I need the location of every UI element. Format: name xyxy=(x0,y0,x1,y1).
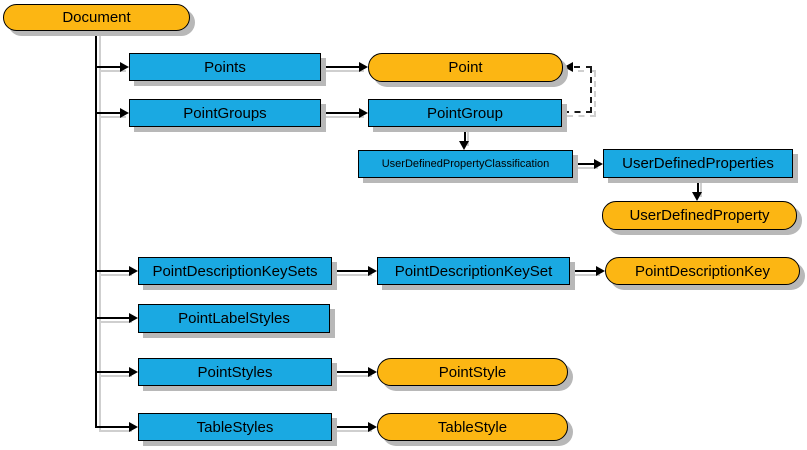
node-point[interactable]: Point xyxy=(368,53,563,82)
edge-pointstyles-pointstyle xyxy=(332,371,370,373)
node-pointdescriptionkey[interactable]: PointDescriptionKey xyxy=(605,257,800,285)
arrowhead-udproperty xyxy=(692,192,702,201)
edge-shadow xyxy=(700,182,702,197)
edge-shadow xyxy=(467,131,469,146)
edge-document-points xyxy=(95,66,123,68)
arrowhead-tablestyle xyxy=(368,422,377,432)
edge-shadow xyxy=(99,430,132,432)
edge-shadow xyxy=(99,70,126,72)
edge-tablestyles-tablestyle xyxy=(332,426,370,428)
node-pointdescriptionkeyset[interactable]: PointDescriptionKeySet xyxy=(377,257,570,285)
arrowhead-pointgroups xyxy=(120,108,129,118)
node-userdefinedproperties[interactable]: UserDefinedProperties xyxy=(603,149,793,178)
node-pointlabelstyles[interactable]: PointLabelStyles xyxy=(138,304,330,333)
edge-document-pointgroups xyxy=(95,112,123,114)
arrowhead-point xyxy=(359,62,368,72)
edge-pdksets-pdkset xyxy=(332,270,370,272)
node-document[interactable]: Document xyxy=(3,4,190,31)
edge-shadow xyxy=(99,375,132,377)
node-userdefinedproperty[interactable]: UserDefinedProperty xyxy=(602,201,797,230)
node-userdefinedpropertyclassification[interactable]: UserDefinedPropertyClassification xyxy=(358,150,573,178)
arrowhead-udproperties xyxy=(594,159,603,169)
edge-shadow xyxy=(99,274,132,276)
edge-shadow xyxy=(326,116,364,118)
dashed-edge-pointgroup-point xyxy=(590,67,592,113)
node-pointstyles[interactable]: PointStyles xyxy=(138,358,332,386)
node-pointgroup[interactable]: PointGroup xyxy=(368,99,562,127)
edge-document-trunk xyxy=(95,31,97,428)
edge-document-tablestyles xyxy=(95,426,131,428)
edge-points-point xyxy=(321,66,361,68)
node-pointgroups[interactable]: PointGroups xyxy=(129,99,321,127)
edge-shadow xyxy=(336,274,372,276)
arrowhead-tablestyles xyxy=(129,422,138,432)
edge-shadow xyxy=(99,321,132,323)
node-pointstyle[interactable]: PointStyle xyxy=(377,358,568,386)
arrowhead-pointstyles xyxy=(129,367,138,377)
edge-pointgroups-pointgroup xyxy=(321,112,361,114)
edge-shadow xyxy=(336,375,372,377)
edge-pdkset-pdkey xyxy=(570,270,598,272)
dashed-edge-shadow xyxy=(578,70,596,72)
edge-shadow xyxy=(577,167,598,169)
node-points[interactable]: Points xyxy=(129,53,321,81)
arrowhead-udpclassification xyxy=(459,141,469,150)
edge-document-pointstyles xyxy=(95,371,131,373)
arrowhead-pointgroup xyxy=(359,108,368,118)
arrowhead-pdkey xyxy=(596,266,605,276)
dashed-edge-shadow xyxy=(594,71,596,117)
arrowhead-pointstyle xyxy=(368,367,377,377)
edge-shadow xyxy=(574,274,600,276)
arrowhead-pdkset xyxy=(368,266,377,276)
node-pointdescriptionkeysets[interactable]: PointDescriptionKeySets xyxy=(138,257,332,285)
edge-shadow xyxy=(99,116,126,118)
arrowhead-pointlabelstyles xyxy=(129,313,138,323)
arrowhead-pointdescriptionkeysets xyxy=(129,266,138,276)
edge-shadow xyxy=(326,70,364,72)
edge-pointgroup-udpclassification xyxy=(464,127,466,143)
edge-shadow xyxy=(336,430,372,432)
dashed-edge-shadow xyxy=(567,115,596,117)
arrowhead-points xyxy=(120,62,129,72)
dashed-edge-pointgroup-point xyxy=(563,111,592,113)
edge-document-pointdescriptionkeysets xyxy=(95,270,131,272)
dashed-edge-pointgroup-point xyxy=(574,66,592,68)
node-tablestyles[interactable]: TableStyles xyxy=(138,413,332,441)
edge-udpclassification-udproperties xyxy=(573,163,596,165)
edge-udproperties-udproperty xyxy=(697,178,699,194)
arrowhead-point-dashed xyxy=(564,62,573,72)
node-tablestyle[interactable]: TableStyle xyxy=(377,413,568,441)
edge-document-pointlabelstyles xyxy=(95,317,131,319)
trunk-line-shadow xyxy=(99,36,101,431)
